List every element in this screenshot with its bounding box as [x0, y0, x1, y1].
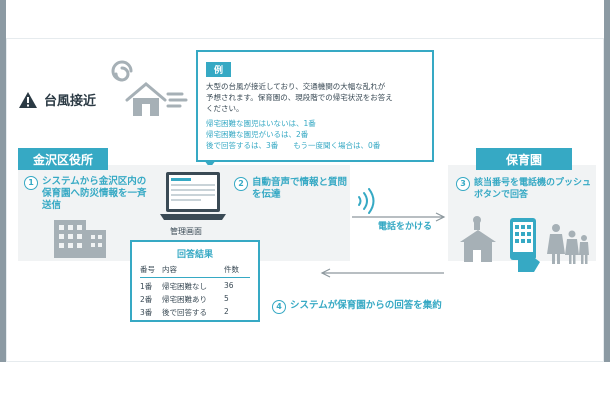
step-3: 3 該当番号を電話機のプッシュボタンで回答 — [456, 177, 596, 201]
typhoon-warning-label: 台風接近 — [44, 94, 97, 109]
results-table: 回答結果 番号 内容 件数 1番 帰宅困難なし 36 2番 帰宅困難あり 5 3… — [130, 240, 260, 322]
callout-line: 予想されます。保育園の、現段階での帰宅状況をお答え — [206, 93, 393, 102]
callout-line: ください。 — [206, 104, 244, 113]
step-number: 4 — [272, 300, 286, 314]
nursery-label: 保育園 — [476, 148, 572, 170]
step-number: 2 — [234, 177, 248, 191]
table-row: 3番 後で回答する 2 — [140, 307, 250, 318]
cell-content: 帰宅困難なし — [162, 282, 207, 291]
cell-count: 5 — [224, 294, 229, 303]
arrow-right-icon — [352, 212, 446, 222]
step-number: 1 — [24, 176, 38, 190]
results-body: 1番 帰宅困難なし 36 2番 帰宅困難あり 5 3番 後で回答する 2 — [132, 281, 258, 318]
cell-count: 36 — [224, 281, 234, 290]
callout-pointer — [204, 160, 216, 168]
step-1: 1 システムから金沢区内の保育園へ防災情報を一斉送信 — [24, 176, 154, 212]
office-label: 金沢区役所 — [18, 148, 108, 170]
example-callout: 例 大型の台風が接近しており、交通機関の大幅な乱れが 予想されます。保育園の、現… — [196, 50, 434, 162]
header-count: 件数 — [224, 265, 239, 274]
step-text: システムから金沢区内の保育園へ防災情報を一斉送信 — [42, 176, 147, 211]
step-number: 3 — [456, 177, 470, 191]
cell-number: 2番 — [140, 295, 153, 304]
callout-options: 帰宅困難な園児はいないは、1番 帰宅困難な園児がいるは、2番 後で回答するは、3… — [206, 118, 424, 151]
callout-message: 大型の台風が接近しており、交通機関の大幅な乱れが 予想されます。保育園の、現段階… — [206, 81, 424, 114]
results-title: 回答結果 — [176, 250, 213, 260]
results-header: 番号 内容 件数 — [140, 264, 250, 278]
table-row: 1番 帰宅困難なし 36 — [140, 281, 250, 292]
step-2: 2 自動音声で情報と質問を伝達 — [234, 177, 354, 201]
bottom-margin — [0, 362, 610, 400]
cell-content: 後で回答する — [162, 308, 207, 317]
callout-line: 大型の台風が接近しており、交通機関の大幅な乱れが — [206, 82, 386, 91]
typhoon-house-icon — [111, 60, 188, 116]
nursery-people-icon — [460, 216, 589, 272]
right-edge — [604, 0, 610, 400]
callout-option: 帰宅困難な園児はいないは、1番 — [206, 119, 316, 128]
header-number: 番号 — [140, 265, 155, 274]
callout-option: 帰宅困難な園児がいるは、2番 — [206, 130, 309, 139]
step-text: 自動音声で情報と質問を伝達 — [252, 177, 348, 200]
arrow-left-icon — [320, 268, 444, 278]
cell-count: 2 — [224, 307, 229, 316]
cell-number: 3番 — [140, 308, 153, 317]
laptop-caption: 管理画面 — [170, 227, 202, 236]
step-4: 4 システムが保育園からの回答を集約 — [272, 300, 472, 314]
call-label: 電話をかける — [378, 222, 433, 232]
warning-icon — [19, 91, 37, 108]
step-text: システムが保育園からの回答を集約 — [290, 300, 442, 311]
table-row: 2番 帰宅困難あり 5 — [140, 294, 250, 305]
cell-number: 1番 — [140, 282, 153, 291]
left-edge — [0, 0, 6, 400]
cell-content: 帰宅困難あり — [162, 295, 207, 304]
header-content: 内容 — [162, 265, 177, 274]
top-margin — [0, 0, 610, 38]
office-building-icon — [54, 220, 106, 258]
sound-waves-icon — [358, 188, 375, 214]
callout-option: 後で回答するは、3番 もう一度聞く場合は、0番 — [206, 141, 381, 150]
callout-tag: 例 — [206, 62, 232, 77]
typhoon-warning: 台風接近 — [18, 90, 96, 109]
laptop-icon — [160, 172, 226, 220]
step-text: 該当番号を電話機のプッシュボタンで回答 — [474, 178, 592, 200]
